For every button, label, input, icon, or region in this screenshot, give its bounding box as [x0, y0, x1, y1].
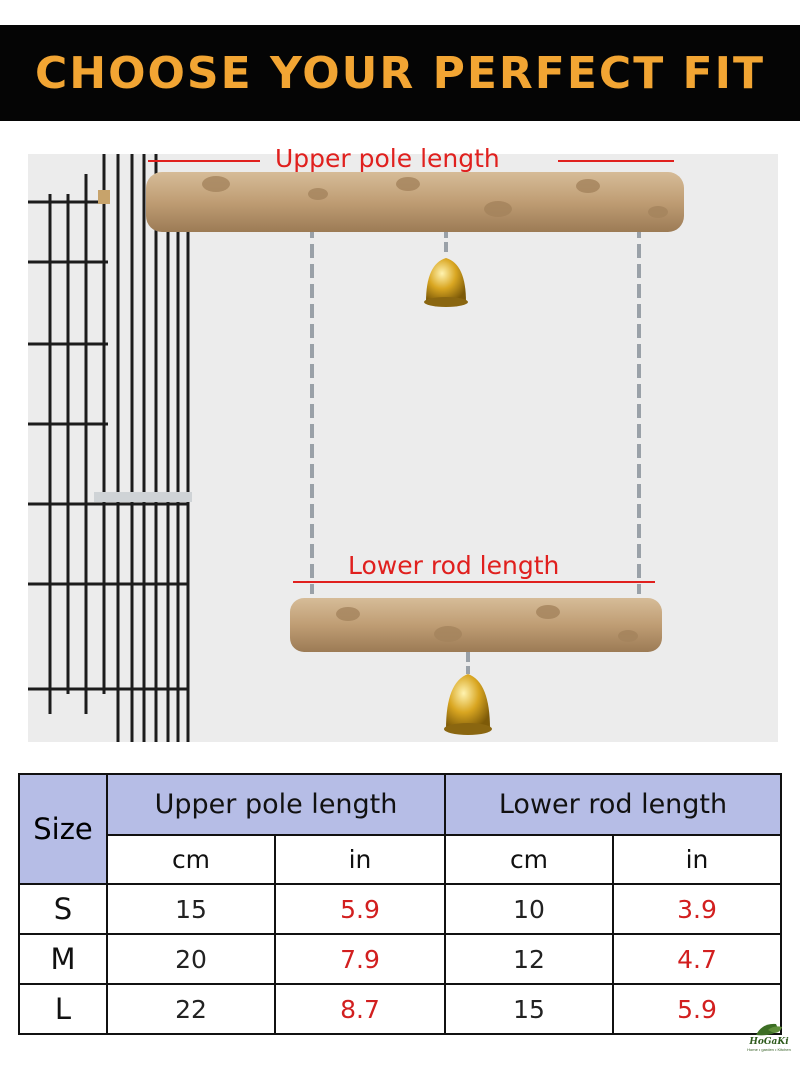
upper-cm-value: 22: [106, 983, 276, 1035]
upper-cm-value: 20: [106, 933, 276, 985]
product-photo: [28, 154, 778, 742]
brand-tagline: Home • garden • Kitchen: [747, 1047, 791, 1052]
upper-in-value: 7.9: [274, 933, 446, 985]
cage-clip: [94, 492, 192, 502]
upper-length-line-left: [148, 160, 260, 162]
table-row: L 22 8.7 15 5.9: [18, 983, 782, 1035]
upper-cm-value: 15: [106, 883, 276, 935]
upper-pole: [146, 172, 684, 232]
perch-swing-illustration: [28, 154, 684, 742]
cage-bars: [28, 154, 190, 742]
unit-upper-in: in: [274, 834, 446, 885]
table-row: S 15 5.9 10 3.9: [18, 883, 782, 935]
mount-screw: [98, 190, 110, 204]
upper-in-value: 8.7: [274, 983, 446, 1035]
unit-lower-in: in: [612, 834, 782, 885]
unit-lower-cm: cm: [444, 834, 614, 885]
size-value: S: [18, 883, 108, 935]
title-banner: CHOOSE YOUR PERFECT FIT: [0, 25, 800, 121]
size-value: M: [18, 933, 108, 985]
lower-in-value: 5.9: [612, 983, 782, 1035]
banner-title: CHOOSE YOUR PERFECT FIT: [35, 47, 765, 99]
unit-upper-cm: cm: [106, 834, 276, 885]
lower-rod-length-label: Lower rod length: [348, 551, 560, 580]
lower-in-value: 3.9: [612, 883, 782, 935]
size-value: L: [18, 983, 108, 1035]
lower-length-line: [293, 581, 655, 583]
upper-in-value: 5.9: [274, 883, 446, 935]
lower-cm-value: 10: [444, 883, 614, 935]
lower-rod: [290, 598, 662, 652]
lower-in-value: 4.7: [612, 933, 782, 985]
upper-pole-length-label: Upper pole length: [275, 144, 500, 173]
upper-length-line-right: [558, 160, 674, 162]
lower-rod-length-header: Lower rod length: [444, 773, 782, 836]
lower-cm-value: 15: [444, 983, 614, 1035]
lower-bell: [444, 674, 492, 735]
size-chart-table: Size Upper pole length Lower rod length …: [18, 773, 782, 1035]
table-header-row: Size Upper pole length Lower rod length: [18, 773, 782, 885]
unit-row: cm in cm in: [19, 834, 782, 885]
upper-bell: [424, 258, 468, 307]
lower-cm-value: 12: [444, 933, 614, 985]
brand-name: HoGaKi: [749, 1037, 789, 1047]
brand-logo: HoGaKi Home • garden • Kitchen: [742, 1012, 796, 1052]
leaf-icon: [756, 1023, 782, 1036]
table-row: M 20 7.9 12 4.7: [18, 933, 782, 985]
upper-pole-length-header: Upper pole length: [106, 773, 446, 836]
size-header: Size: [18, 773, 108, 885]
